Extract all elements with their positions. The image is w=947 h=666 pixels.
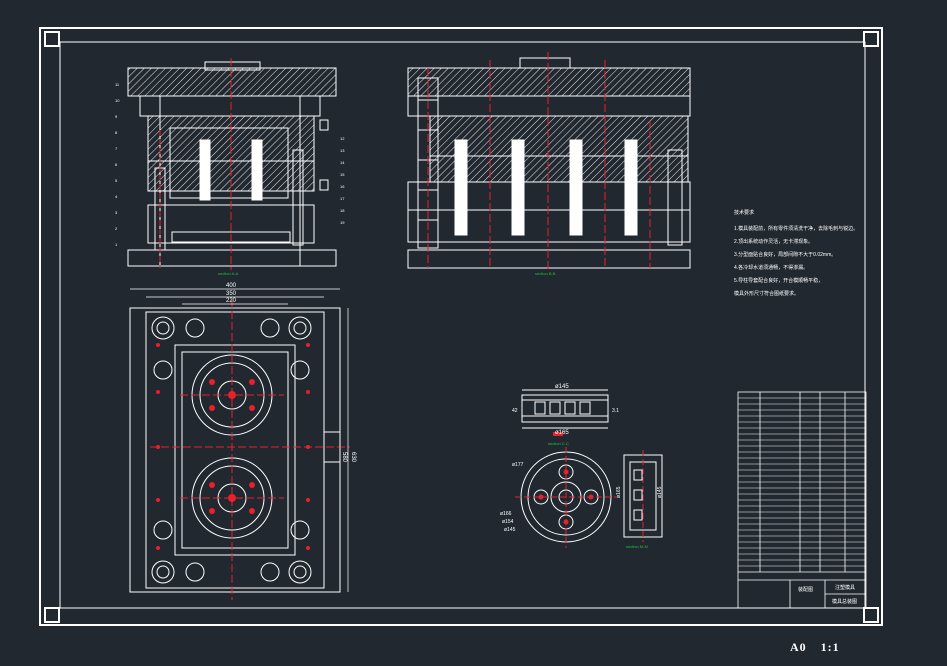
- notes-line-6: 模具外形尺寸符合图纸要求。: [734, 290, 799, 297]
- leader-numbers-left: 11 10 9 8 7 6 5 4 3 2 1: [115, 82, 120, 247]
- leader-number: 5: [115, 178, 118, 183]
- section-bb-view: [407, 57, 691, 269]
- dim-hole-dia-3: ø145: [504, 527, 516, 533]
- dim-small-dia: ø165: [616, 486, 622, 498]
- round-center-lines: [515, 447, 617, 548]
- title-label-2: 注塑模具: [835, 584, 855, 591]
- sheet-size: A0: [790, 640, 807, 654]
- leader-number: 12: [340, 136, 345, 141]
- notes-line-1: 1.模具装配前，所有零件须清洗干净，去除毛刺与锐边。: [734, 225, 858, 232]
- sheet-footer: A0 1:1: [790, 640, 940, 660]
- sheet-border: [39, 27, 883, 626]
- leader-number: 14: [340, 160, 345, 165]
- leader-numbers-right: 12 13 14 15 16 17 18 19: [340, 136, 345, 225]
- notes-title: 技术要求: [734, 209, 754, 216]
- cc-red-marker: [553, 432, 563, 436]
- section-cc-view: [521, 389, 609, 429]
- leader-number: 17: [340, 196, 345, 201]
- dim-insert-h: 42: [512, 408, 518, 414]
- plan-center-lines: [150, 300, 350, 600]
- plan-dimension-lines: [130, 288, 349, 592]
- leader-number: 6: [115, 162, 118, 167]
- leader-number: 2: [115, 226, 118, 231]
- notes-line-5: 5.导柱导套配合良好，开合模顺畅平稳，: [734, 277, 823, 284]
- leader-number: 19: [340, 220, 345, 225]
- leader-number: 9: [115, 114, 118, 119]
- section-aa-view: [127, 61, 337, 267]
- dim-insert-dia-bottom: ø165: [555, 430, 569, 436]
- leader-number: 4: [115, 194, 118, 199]
- sheet-scale: 1:1: [820, 640, 840, 654]
- section-mm-label: section M-M: [626, 544, 648, 549]
- leader-number: 3: [115, 210, 118, 215]
- dim-small-dia2: ø145: [657, 486, 663, 498]
- leader-number: 8: [115, 130, 118, 135]
- dim-overall-height: 630: [350, 452, 356, 463]
- title-label-3: 模具总装图: [832, 598, 857, 605]
- section-bb-label: section B-B: [535, 271, 556, 276]
- notes-line-3: 3.分型面贴合良好，局部间隙不大于0.02mm。: [734, 251, 836, 258]
- leader-number: 10: [115, 98, 120, 103]
- title-block-rows: [738, 397, 866, 567]
- dim-bore-dia: ø177: [512, 462, 524, 468]
- dim-overall-width: 400: [226, 283, 237, 289]
- dim-insert-dia-top: ø145: [555, 384, 569, 390]
- dim-insert-h2: 3.1: [612, 408, 619, 414]
- dim-inner-height: 580: [341, 452, 347, 463]
- section-aa-label: section A-A: [218, 271, 239, 276]
- center-lines-bb: [427, 52, 651, 270]
- leader-number: 18: [340, 208, 345, 213]
- dim-hole-dia-2: ø154: [502, 519, 514, 525]
- dim-inner-width: 350: [226, 291, 237, 297]
- section-cc-label: section C-C: [548, 441, 569, 446]
- leader-number: 7: [115, 146, 118, 151]
- notes-line-2: 2.顶出系统动作灵活，无卡滞现象。: [734, 238, 813, 245]
- title-label-1: 装配图: [798, 586, 813, 593]
- leader-number: 1: [115, 242, 118, 247]
- technical-notes: 技术要求 1.模具装配前，所有零件须清洗干净，去除毛刺与锐边。 2.顶出系统动作…: [734, 209, 858, 297]
- leader-number: 11: [115, 82, 120, 87]
- leader-number: 15: [340, 172, 345, 177]
- leader-number: 13: [340, 148, 345, 153]
- dim-hole-dia-1: ø166: [500, 511, 512, 517]
- dim-cavity-width: 220: [226, 298, 237, 304]
- notes-line-4: 4.各冷却水道须通畅，不得渗漏。: [734, 264, 808, 271]
- leader-number: 16: [340, 184, 345, 189]
